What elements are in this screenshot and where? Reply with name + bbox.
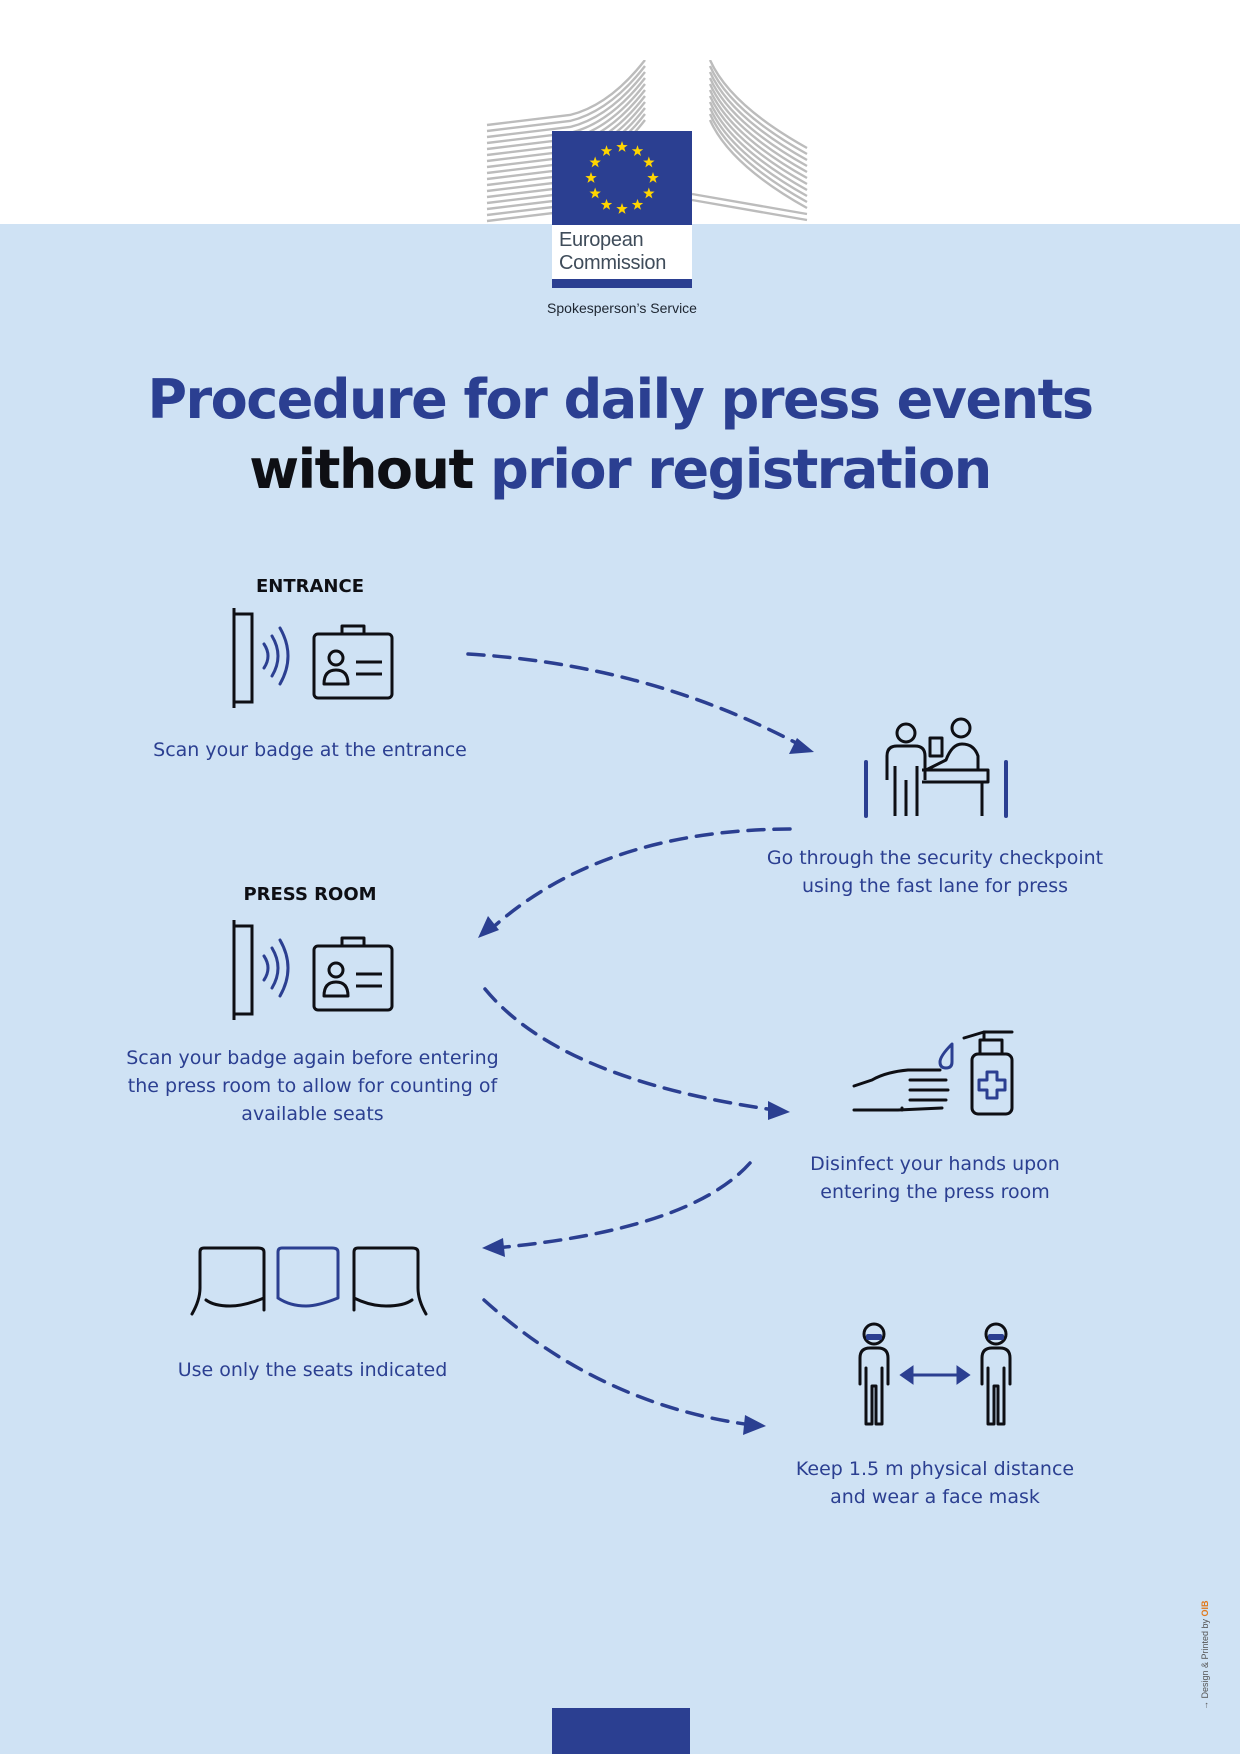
step-caption-press-room-line-2: the press room to allow for counting of — [127, 1075, 498, 1097]
step-caption-seats: Use only the seats indicated — [177, 1359, 448, 1381]
eu-star-icon — [643, 156, 655, 168]
title-emphasis-without: without — [249, 438, 474, 501]
step-heading-press-room: PRESS ROOM — [243, 884, 377, 905]
arrow-disinfect-to-seats — [493, 1161, 752, 1250]
poster-background — [0, 224, 1240, 1754]
physical-distance-icon — [858, 1322, 1012, 1426]
footer-blue-block — [552, 1708, 690, 1754]
design-credit-prefix: → Design & Printed by — [1200, 1616, 1210, 1710]
badge-scanner-icon — [232, 608, 394, 708]
eu-star-icon — [647, 172, 659, 183]
title-prior-registration: prior registration — [472, 438, 992, 501]
eu-star-icon — [600, 198, 613, 210]
logo-underline-bar — [552, 279, 692, 288]
arrowhead-2 — [478, 916, 499, 938]
arrow-security-to-pressroom — [488, 827, 792, 932]
step-caption-distance-line-1: Keep 1.5 m physical distance — [795, 1458, 1075, 1480]
security-checkpoint-icon — [864, 717, 1008, 818]
step-caption-security-line-1: Go through the security checkpoint — [766, 847, 1104, 869]
page-title-line-2: without prior registration — [0, 438, 1240, 502]
step-caption-disinfect-line-2: entering the press room — [820, 1181, 1050, 1203]
eu-star-icon — [589, 156, 601, 168]
arrow-entrance-to-security — [466, 652, 802, 747]
eu-star-icon — [616, 141, 628, 152]
arrow-pressroom-to-disinfect — [483, 987, 777, 1112]
step-caption-press-room-line-3: available seats — [241, 1103, 384, 1125]
step-heading-entrance: ENTRANCE — [256, 576, 364, 597]
arrowhead-1 — [789, 738, 814, 754]
eu-star-icon — [585, 172, 597, 183]
step-caption-distance-line-2: and wear a face mask — [830, 1486, 1040, 1508]
eu-star-icon — [616, 203, 628, 214]
eu-star-icon — [643, 187, 655, 199]
arrow-seats-to-distance — [482, 1298, 754, 1427]
eu-flag-icon — [552, 131, 692, 225]
arrowhead-3 — [768, 1101, 790, 1120]
hand-sanitizer-icon — [852, 1030, 1014, 1116]
step-caption-entrance: Scan your badge at the entrance — [153, 739, 467, 761]
eu-star-icon — [600, 145, 613, 157]
page-title-line-1: Procedure for daily press events — [147, 368, 1094, 431]
eu-star-icon — [631, 145, 644, 157]
logo-text-commission: Commission — [559, 252, 667, 274]
badge-scanner-icon — [232, 920, 394, 1020]
step-caption-security-line-2: using the fast lane for press — [801, 875, 1069, 897]
seats-icon — [190, 1246, 428, 1316]
logo-text-european: European — [559, 229, 644, 251]
step-caption-press-room-line-1: Scan your badge again before entering — [126, 1047, 499, 1069]
spokesperson-service-label: Spokesperson’s Service — [547, 300, 697, 316]
step-caption-disinfect-line-1: Disinfect your hands upon — [810, 1153, 1060, 1175]
eu-star-icon — [631, 198, 644, 210]
arrowhead-4 — [482, 1238, 505, 1257]
eu-star-icon — [589, 187, 601, 199]
design-credit: → Design & Printed by OIB — [1200, 1600, 1210, 1710]
arrowhead-5 — [743, 1415, 766, 1435]
design-credit-brand: OIB — [1200, 1600, 1210, 1617]
